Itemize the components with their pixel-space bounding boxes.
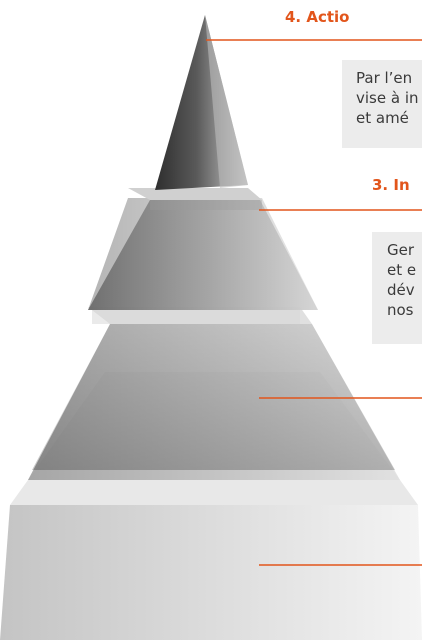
pyramid-tier-1: [88, 188, 318, 310]
pyramid-apex: [155, 15, 248, 190]
description-line: vise à in: [356, 88, 422, 108]
level-3-description: Ger et e dév nos: [372, 232, 422, 344]
level-3-title: 3. In: [372, 176, 410, 194]
description-line: et amé: [356, 108, 422, 128]
description-line: Par l’en: [356, 68, 422, 88]
pyramid-tier-2: [28, 307, 400, 480]
level-4-description: Par l’en vise à in et amé: [342, 60, 422, 148]
description-line: Ger: [387, 240, 422, 260]
description-line: nos: [387, 300, 422, 320]
description-line: et e: [387, 260, 422, 280]
description-line: dév: [387, 280, 422, 300]
level-4-title: 4. Actio: [285, 8, 349, 26]
